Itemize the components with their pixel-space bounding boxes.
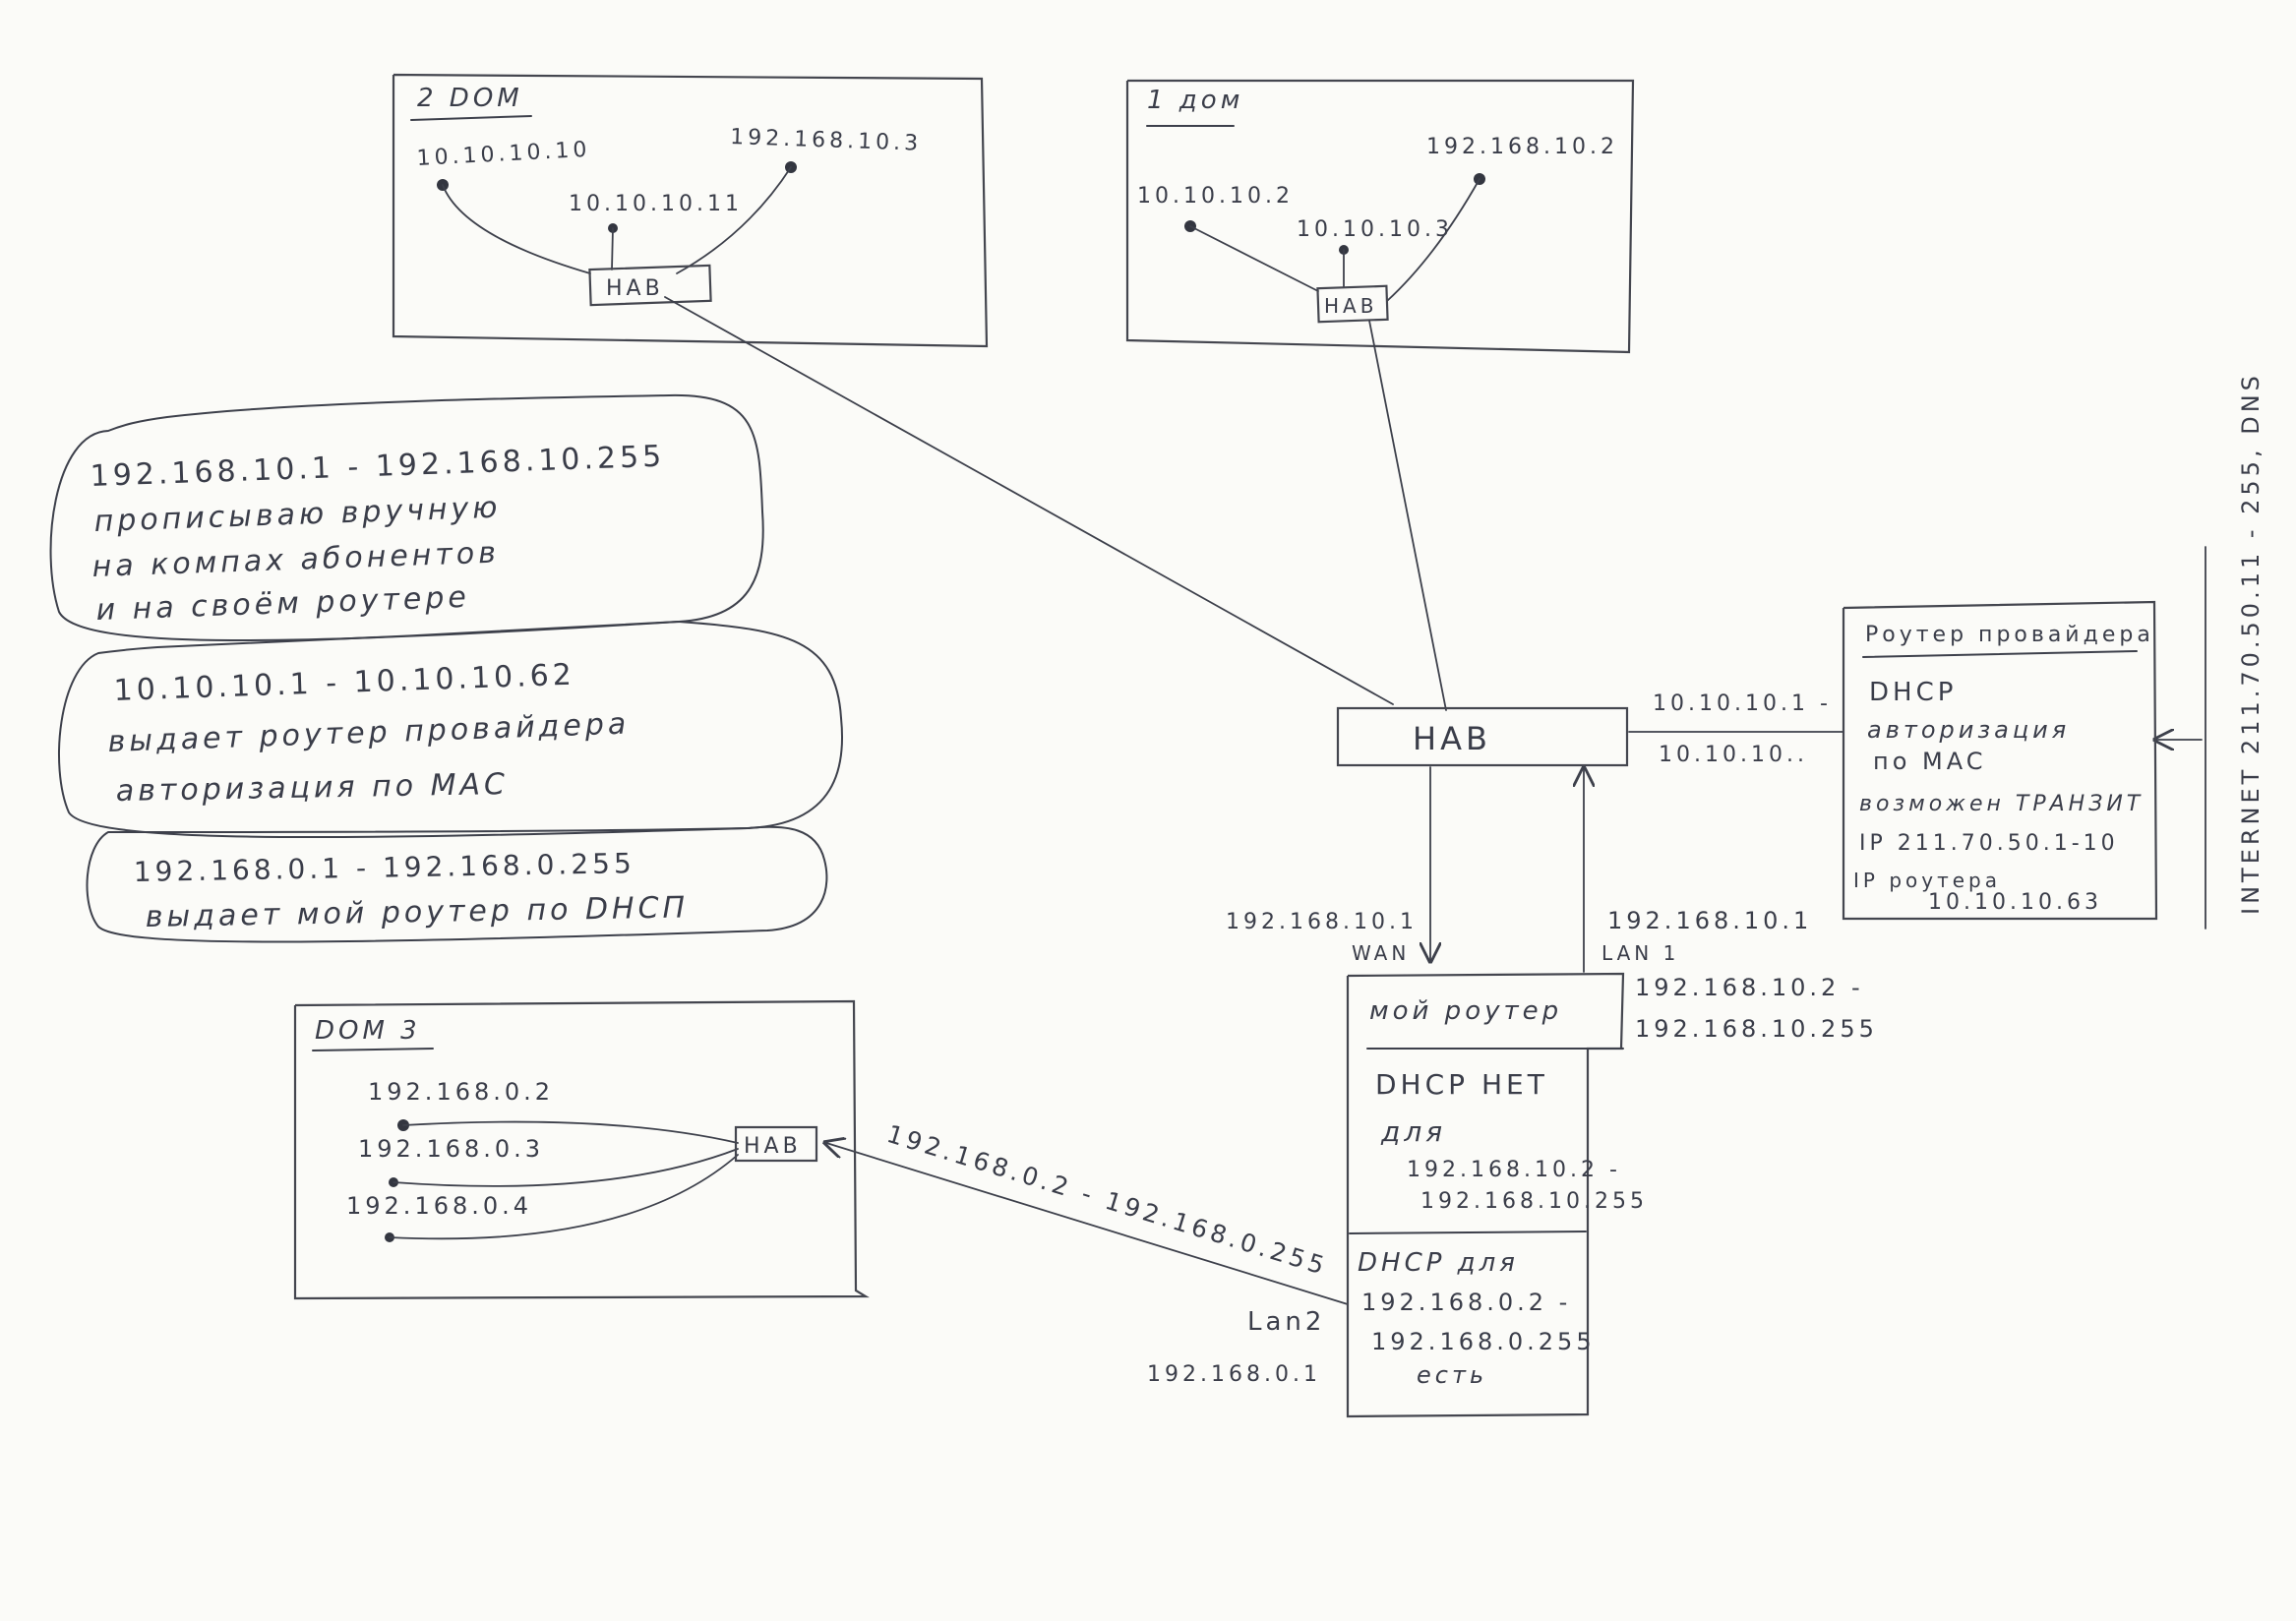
house-3-frame	[293, 999, 870, 1300]
house-2-ip-a: 10.10.10.10	[416, 138, 591, 171]
provider-router-title: Роутер провайдера	[1865, 623, 2154, 647]
link-house1-to-main-hub	[1368, 320, 1447, 711]
house-1-cable-c	[1386, 178, 1480, 302]
internet-label: INTERNET 211.70.50.11 - 255, DNS	[2237, 372, 2265, 915]
note-bubble-1-line-4: и на своём роутере	[95, 580, 470, 628]
lan2-range-label: 192.168.0.2 - 192.168.0.255	[883, 1119, 1331, 1281]
lan2-label: Lan2	[1247, 1307, 1325, 1337]
link-house2-to-main-hub	[664, 296, 1394, 705]
my-router-sec2-line-2: 192.168.0.2 -	[1361, 1289, 1571, 1316]
house-1-hub-label: HAB	[1324, 294, 1377, 318]
wan-label: WAN	[1352, 941, 1410, 965]
note-bubble-2-line-3: авторизация по MAC	[116, 767, 510, 809]
house-3-ip-b: 192.168.0.3	[358, 1135, 544, 1163]
provider-router-line-6: IP роутера	[1853, 869, 2001, 892]
house-2-title: 2 DOM	[417, 84, 523, 113]
my-router-sec1-line-2: для	[1380, 1115, 1446, 1148]
house-3-ip-c: 192.168.0.4	[346, 1192, 532, 1220]
house-1-title: 1 дом	[1147, 86, 1243, 115]
main-hub-box	[1336, 706, 1629, 767]
provider-router-line-2: авторизация	[1867, 716, 2070, 744]
house-3-cable-b	[393, 1148, 739, 1187]
provider-router-frame	[1842, 600, 2158, 921]
my-router-section-divider	[1349, 1231, 1587, 1234]
note-bubble-3-line-2: выдает мой роутер по DHCП	[146, 890, 690, 934]
lan1-ip-label: 192.168.10.1	[1607, 907, 1812, 934]
provider-router-line-1: DHCP	[1869, 678, 1957, 707]
my-router-sec1-line-1: DHCP НЕТ	[1375, 1068, 1548, 1101]
my-router-sec2-line-3: 192.168.0.255	[1371, 1328, 1596, 1355]
house-1-frame	[1125, 79, 1635, 354]
my-router-group: мой роутер DHCP НЕТ для 192.168.10.2 - 1…	[1346, 972, 1648, 1418]
lan1-range-to-label: 192.168.10.255	[1635, 1015, 1878, 1043]
provider-link-label-top: 10.10.10.1 -	[1653, 691, 1832, 716]
house-2-ip-b: 10.10.10.11	[569, 192, 743, 216]
provider-router-line-7: 10.10.10.63	[1928, 890, 2102, 915]
house-1-cable-a	[1189, 225, 1319, 292]
link-lan2-my-router-to-house3	[826, 1143, 1349, 1305]
note-bubble-2-line-2: выдает роутер провайдера	[107, 706, 631, 759]
notes-group: 192.168.10.1 - 192.168.10.255 прописываю…	[49, 393, 844, 943]
provider-router-line-5: IP 211.70.50.1-10	[1859, 831, 2119, 856]
house-1-hub-box	[1316, 284, 1389, 324]
lan1-range-from-label: 192.168.10.2 -	[1635, 974, 1864, 1001]
house-1-ip-b: 10.10.10.3	[1297, 217, 1453, 242]
house-3-ip-a: 192.168.0.2	[368, 1078, 554, 1106]
my-router-sec2-line-1: DHCP для	[1358, 1248, 1519, 1278]
wan-ip-label: 192.168.10.1	[1226, 910, 1418, 934]
provider-router-title-divider	[1862, 650, 2138, 658]
house-3-cable-c	[389, 1154, 739, 1240]
lan1-label: LAN 1	[1601, 941, 1679, 965]
house-2-hub-box	[588, 264, 712, 307]
house-3-group: DOM 3 192.168.0.2 192.168.0.3 192.168.0.…	[293, 999, 870, 1300]
lan2-ip-label: 192.168.0.1	[1147, 1362, 1321, 1387]
house-2-frame	[392, 73, 989, 348]
note-bubble-1-line-3: на компах абонентов	[91, 536, 500, 584]
house-2-hub-label: HAB	[606, 276, 664, 301]
note-bubble-1-line-2: прописываю вручную	[93, 491, 502, 539]
note-bubble-2-line-1: 10.10.10.1 - 10.10.10.62	[113, 658, 575, 708]
note-bubble-2-outline	[58, 621, 844, 839]
provider-router-line-4: возможен ТРАНЗИТ	[1859, 792, 2144, 816]
house-2-group: 2 DOM 10.10.10.10 10.10.10.11 192.168.10…	[392, 73, 989, 348]
house-3-cable-a	[402, 1120, 739, 1144]
house-2-title-underline	[410, 115, 532, 121]
note-bubble-3-line-1: 192.168.0.1 - 192.168.0.255	[134, 847, 635, 888]
house-2-ip-c: 192.168.10.3	[730, 125, 923, 156]
house-3-hub-label: HAB	[744, 1134, 802, 1159]
main-hub-label: HAB	[1413, 720, 1491, 757]
note-bubble-1-outline	[49, 393, 764, 641]
house-2-cable-a	[442, 184, 591, 274]
house-2-cable-b	[611, 227, 614, 270]
house-3-title-underline	[312, 1048, 434, 1051]
link-labels-group: 10.10.10.1 - 10.10.10.. 192.168.10.1 WAN…	[883, 691, 1878, 1387]
provider-router-group: Роутер провайдера DHCP авторизация по MA…	[1842, 600, 2158, 921]
note-bubble-3-outline	[86, 825, 828, 943]
note-bubble-1-line-1: 192.168.10.1 - 192.168.10.255	[90, 440, 666, 494]
house-3-title: DOM 3	[315, 1016, 421, 1046]
my-router-sec2-line-4: есть	[1417, 1361, 1487, 1389]
main-hub-group: HAB	[1336, 706, 1629, 767]
house-1-ip-a: 10.10.10.2	[1137, 184, 1294, 209]
house-2-cable-c	[676, 166, 792, 274]
house-1-group: 1 дом 10.10.10.2 10.10.10.3 192.168.10.2…	[1125, 79, 1635, 354]
provider-router-line-3: по MAC	[1873, 748, 1986, 775]
house-3-hub-box	[734, 1125, 818, 1163]
links-group	[664, 296, 2206, 1305]
my-router-sec1-line-3: 192.168.10.2 -	[1407, 1158, 1621, 1182]
provider-link-label-bottom: 10.10.10..	[1659, 743, 1808, 767]
my-router-sec1-line-4: 192.168.10.255	[1420, 1189, 1648, 1214]
my-router-title: мой роутер	[1369, 996, 1562, 1026]
house-1-ip-c: 192.168.10.2	[1426, 135, 1618, 159]
